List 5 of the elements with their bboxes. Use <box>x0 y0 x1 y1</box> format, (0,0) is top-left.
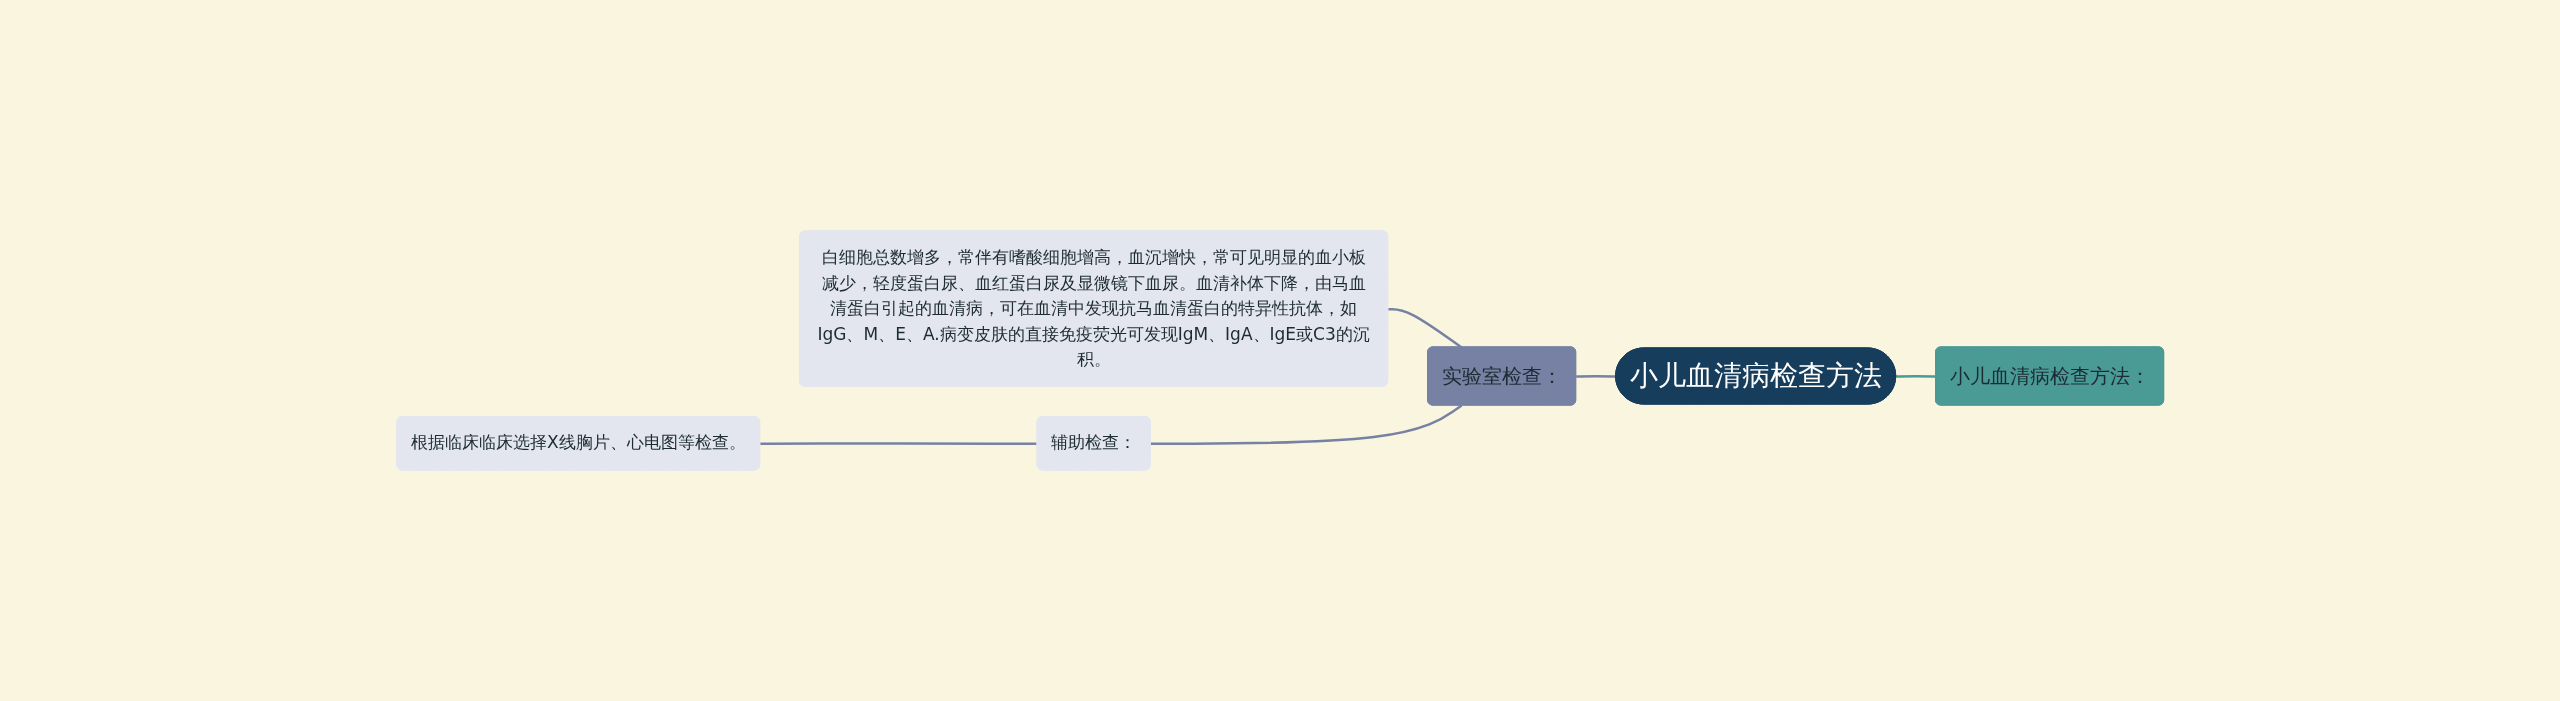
connector <box>1150 404 1463 445</box>
connector <box>1387 307 1463 349</box>
connector <box>759 442 1038 445</box>
connector <box>1575 374 1616 378</box>
connector <box>1895 374 1936 378</box>
